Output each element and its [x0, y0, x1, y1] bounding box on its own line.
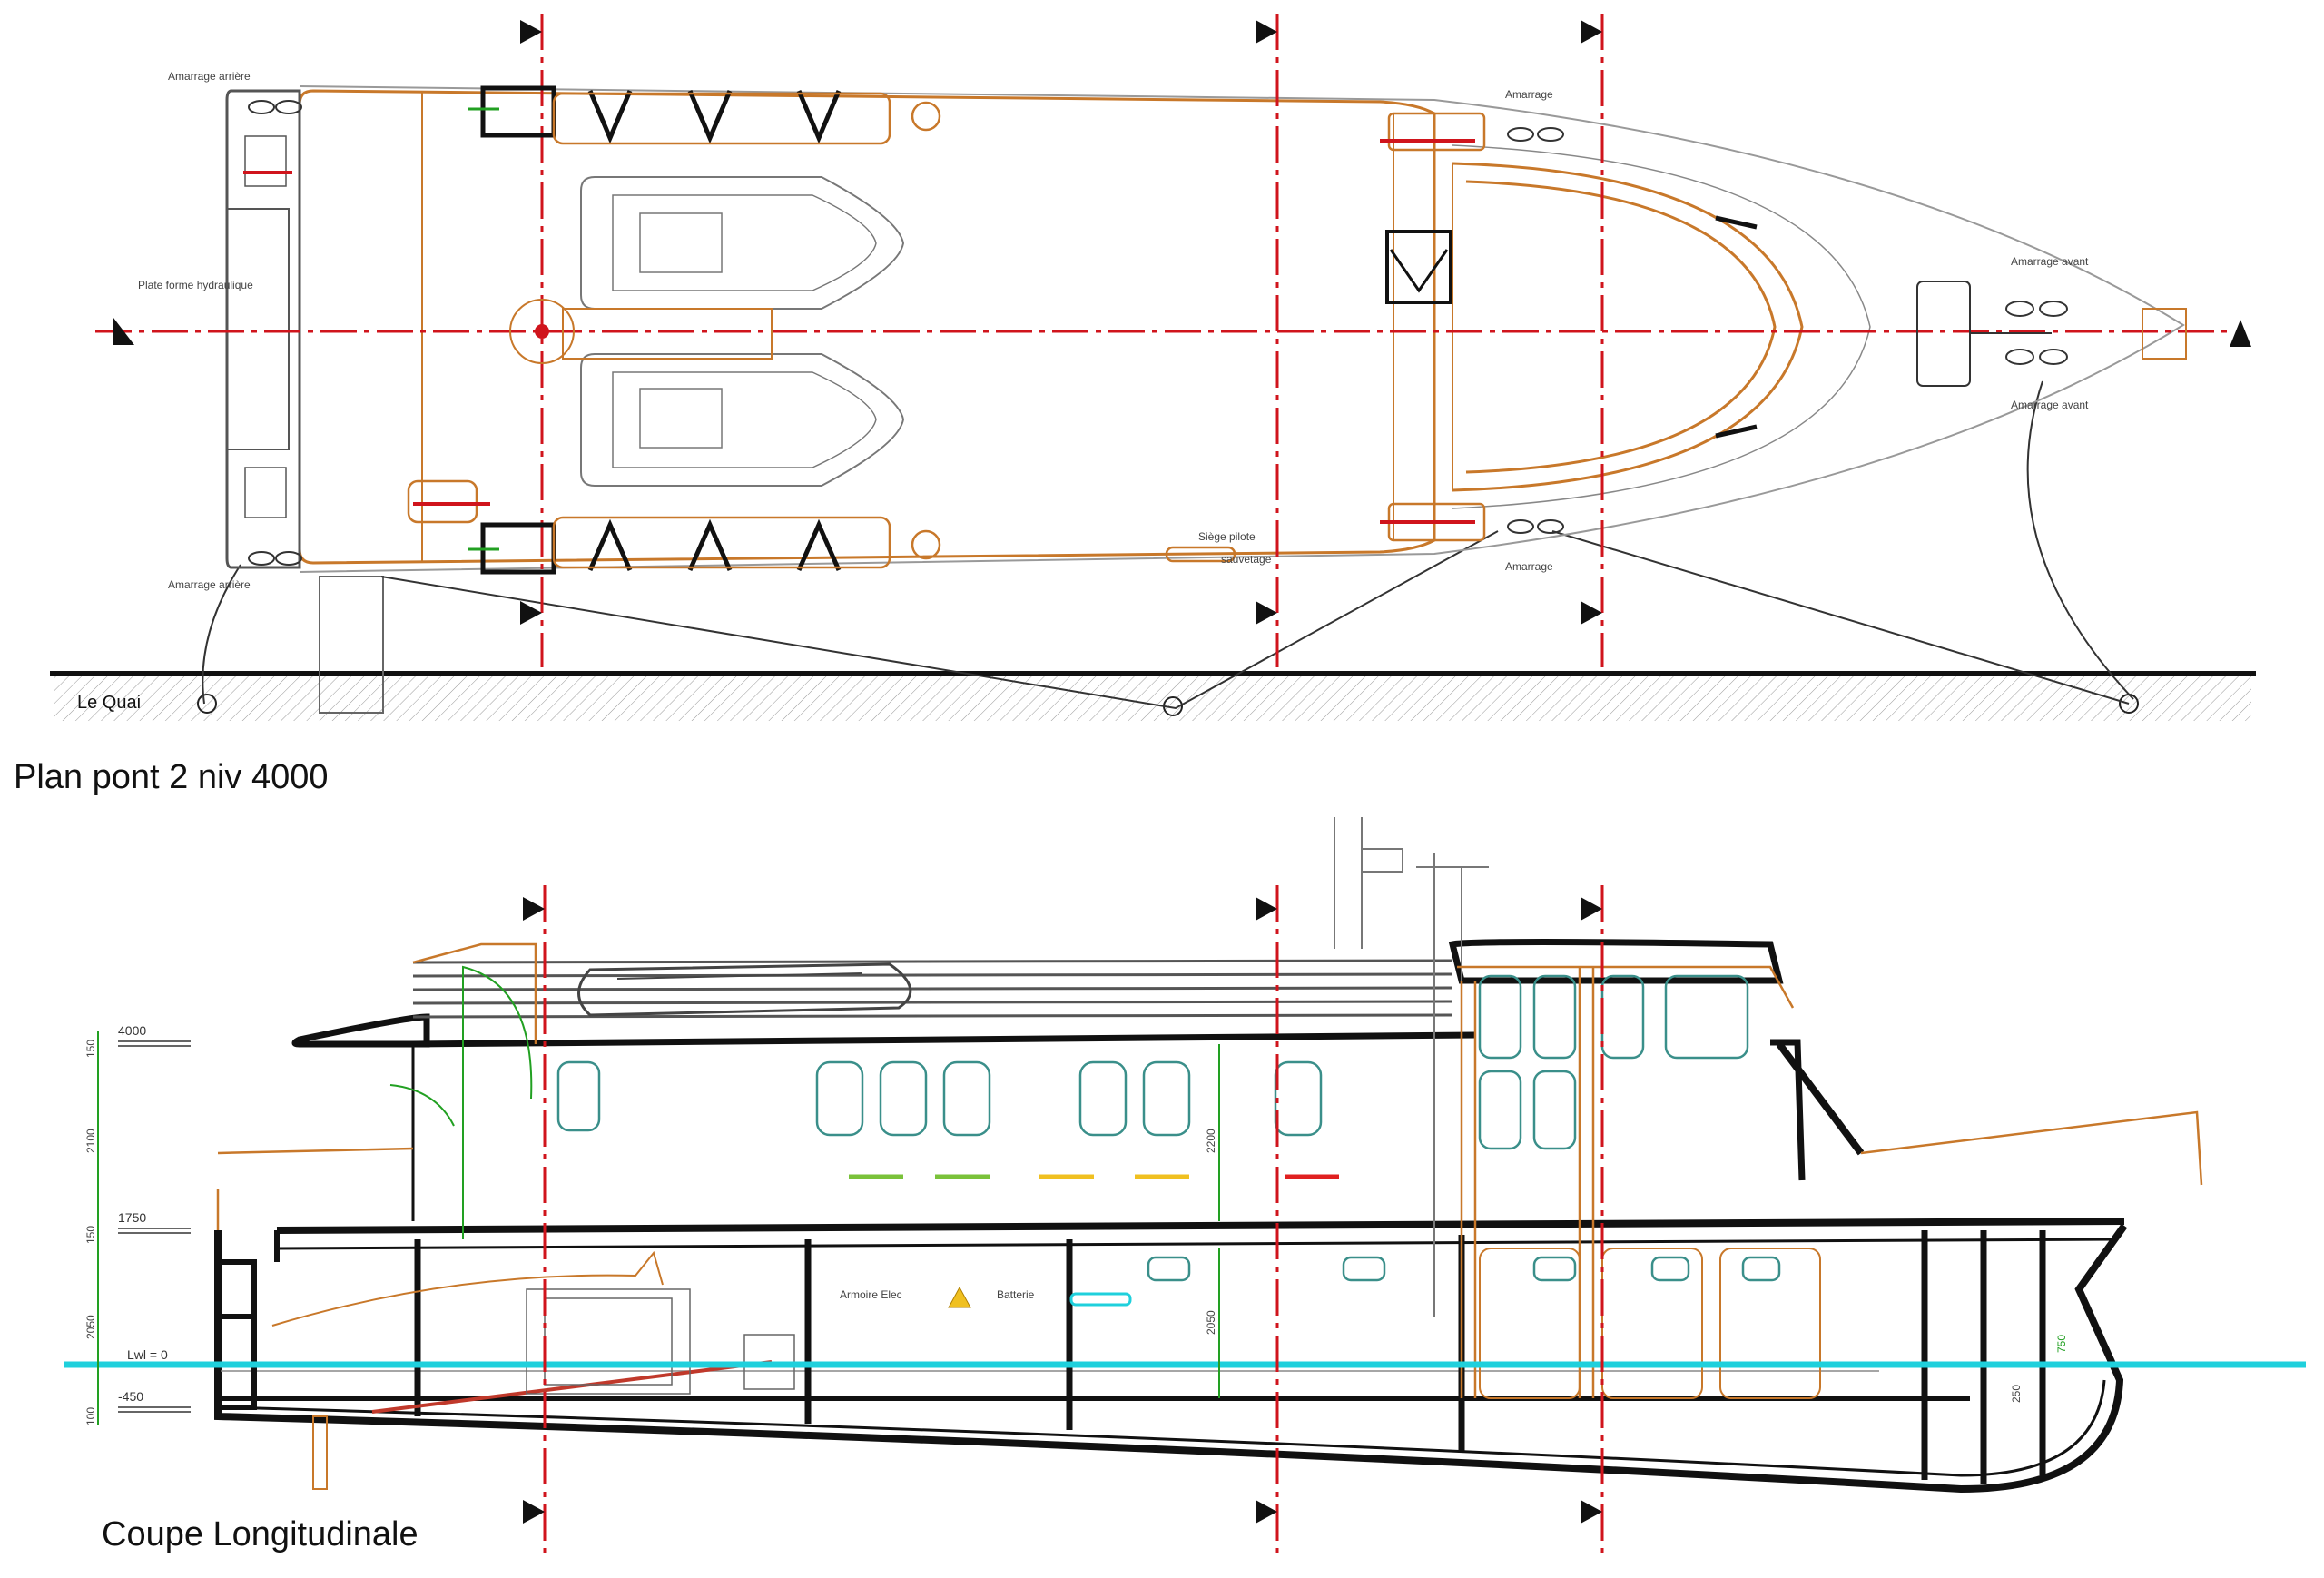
lower-compartments — [271, 1248, 1821, 1490]
black-triangle-icon — [520, 20, 542, 44]
dim-250: 250 — [2010, 1385, 2023, 1403]
label-stern-mooring-top: Amarrage arrière — [168, 70, 251, 83]
electrical-warning-icon — [948, 1286, 971, 1308]
black-triangle-icon — [1256, 1500, 1277, 1524]
label-electrical-cabinet: Armoire Elec — [840, 1288, 902, 1301]
transom — [215, 1230, 280, 1410]
crane — [509, 299, 773, 364]
label-rescue-seat-2: sauvetage — [1221, 553, 1272, 566]
black-triangle-icon — [523, 1500, 545, 1524]
cabin-windows — [556, 1060, 1781, 1282]
level-minus-450: -450 — [118, 1389, 143, 1404]
engine — [526, 1288, 795, 1395]
mooring-lines — [202, 380, 2134, 710]
black-triangle-icon — [113, 318, 134, 345]
deck-outline — [298, 89, 1436, 565]
roof-tender — [577, 962, 912, 1017]
red-arrows — [243, 139, 1475, 524]
wheelhouse-windows — [1478, 974, 1749, 1150]
stern-platform — [225, 89, 301, 569]
black-triangle-icon — [520, 601, 542, 625]
hull-outline — [214, 1223, 2128, 1494]
top-rails — [412, 959, 1453, 1019]
black-triangle-icon — [1581, 897, 1602, 921]
label-battery: Batterie — [997, 1288, 1035, 1301]
black-triangle-icon — [523, 897, 545, 921]
black-triangle-icon — [1256, 20, 1277, 44]
label-hydraulic-platform: Plate forme hydraulique — [138, 279, 253, 291]
waterline-label: Lwl = 0 — [127, 1347, 168, 1362]
dim-750: 750 — [2055, 1335, 2068, 1353]
dim-2050: 2050 — [84, 1315, 97, 1339]
dim-2100: 2100 — [84, 1129, 97, 1153]
section-lines-plan — [540, 14, 1604, 667]
black-triangle-icon — [1256, 601, 1277, 625]
dim-2050-mid: 2050 — [1205, 1310, 1217, 1335]
bow-fittings — [1916, 281, 2187, 387]
door-swing — [389, 965, 533, 1239]
black-triangle-icon — [1256, 897, 1277, 921]
green-arrows — [468, 107, 499, 551]
level-4000: 4000 — [118, 1023, 146, 1038]
hull-outline-thin — [299, 85, 2185, 573]
quay: Le Quai — [50, 576, 2256, 721]
plan-title: Plan pont 2 niv 4000 — [14, 758, 329, 796]
black-triangle-icon — [1581, 20, 1602, 44]
gangway — [319, 576, 384, 714]
dim-150-top: 150 — [84, 1040, 97, 1058]
section-arrows-profile — [523, 897, 1602, 1524]
section-title: Coupe Longitudinale — [102, 1515, 419, 1553]
bow-deck-thin — [1452, 144, 1871, 509]
side-benches — [407, 92, 1486, 569]
level-1750: 1750 — [118, 1210, 146, 1225]
bollard-icon — [197, 694, 217, 714]
label-mooring-bottom: Amarrage — [1505, 560, 1553, 573]
dim-2200: 2200 — [1205, 1129, 1217, 1153]
label-bow-mooring-top: Amarrage avant — [2011, 255, 2089, 268]
mooring-cleats — [248, 100, 1564, 566]
bow-deck — [1393, 113, 1804, 541]
section-arrows-plan — [520, 20, 1602, 625]
tender-boats — [580, 176, 905, 487]
label-mooring-top: Amarrage — [1505, 88, 1553, 101]
label-rescue-seat-1: Siège pilote — [1198, 530, 1256, 543]
bulkheads — [414, 1230, 2046, 1484]
dim-100: 100 — [84, 1407, 97, 1425]
black-triangle-icon — [1581, 1500, 1602, 1524]
level-tags — [118, 1040, 191, 1413]
black-triangle-icon — [1581, 601, 1602, 625]
label-bow-mooring-bottom: Amarrage avant — [2011, 399, 2089, 411]
dim-150-mid: 150 — [84, 1226, 97, 1244]
wheelhouse — [216, 942, 2203, 1398]
quay-label: Le Quai — [77, 693, 141, 713]
longitudinal-section-view: Lwl = 0 4000 1750 -450 150 2100 150 2050… — [64, 817, 2306, 1557]
black-triangle-icon — [2230, 320, 2251, 347]
label-stern-mooring-bottom: Amarrage arrière — [168, 578, 251, 591]
deck-plan-view: Le Quai — [14, 14, 2256, 796]
